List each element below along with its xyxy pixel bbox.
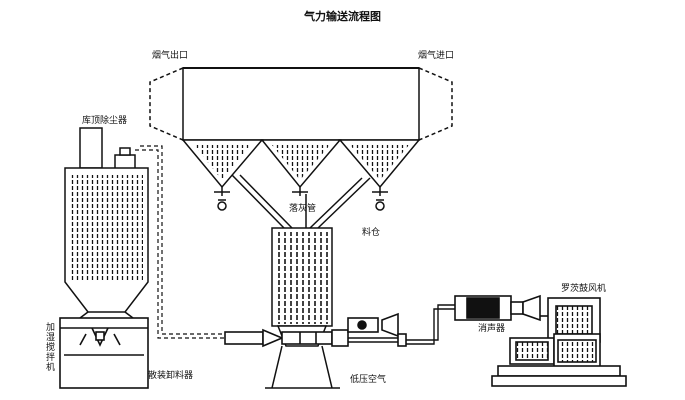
silencer bbox=[454, 294, 541, 322]
dust-silo bbox=[64, 127, 149, 319]
label-silencer: 消声器 bbox=[478, 324, 506, 334]
label-hopper: 料仓 bbox=[362, 228, 381, 238]
label-drop-pipe: 落灰管 bbox=[289, 204, 317, 214]
roots-blower bbox=[491, 297, 627, 387]
label-silo-top-dust-collector: 库顶除尘器 bbox=[82, 116, 128, 126]
diagram-title: 气力输送流程图 bbox=[304, 10, 381, 23]
label-humidifying-mixer: 加湿搅拌机 bbox=[44, 322, 54, 372]
label-flue-gas-outlet: 烟气出口 bbox=[152, 51, 189, 61]
drop-pipes bbox=[231, 174, 371, 229]
precipitator bbox=[149, 67, 453, 211]
mixer-frame bbox=[59, 317, 149, 389]
dashed-pipeline bbox=[135, 145, 225, 339]
label-low-pressure-air: 低压空气 bbox=[350, 375, 387, 385]
label-roots-blower: 罗茨鼓风机 bbox=[561, 284, 607, 294]
label-bulk-unloader: 散装卸料器 bbox=[148, 371, 194, 381]
hopper-vessel bbox=[265, 227, 340, 389]
feeder-assembly bbox=[224, 312, 407, 348]
label-flue-gas-inlet: 烟气进口 bbox=[418, 51, 455, 61]
air-line bbox=[406, 304, 455, 345]
